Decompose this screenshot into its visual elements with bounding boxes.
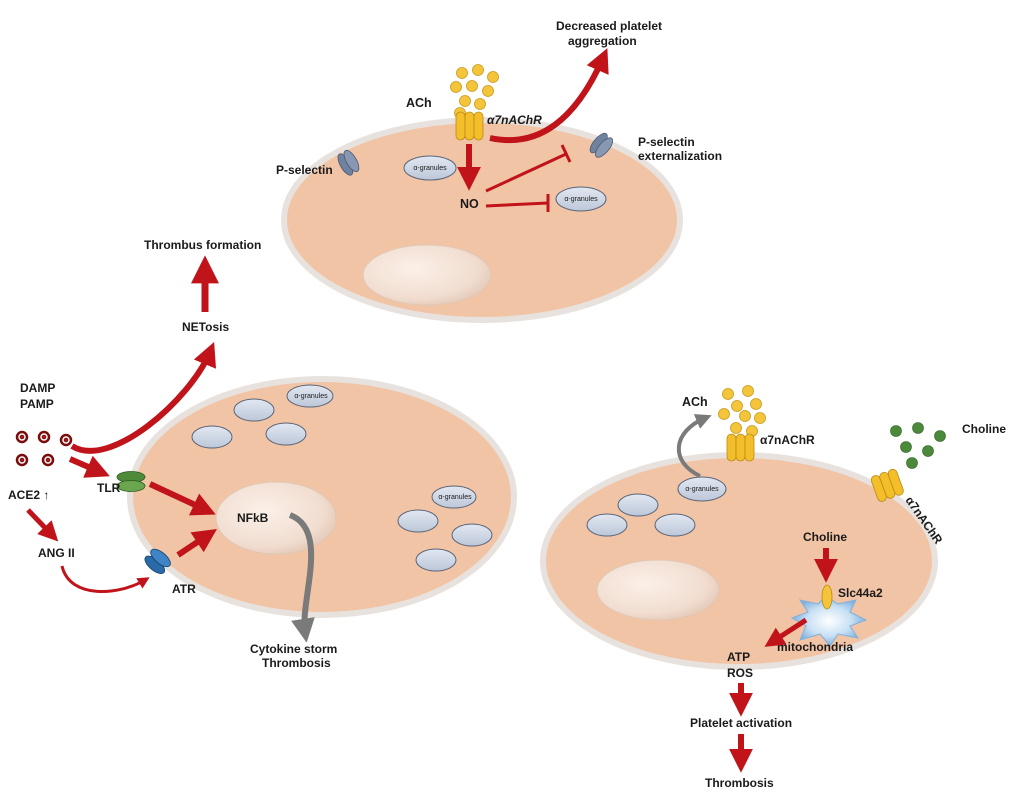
choline-molecules bbox=[890, 422, 946, 469]
atr-to-nfkb-arrow bbox=[176, 529, 217, 558]
ace2-label: ACE2 ↑ bbox=[8, 488, 49, 502]
right-receptor-top bbox=[726, 433, 755, 462]
top-platelet: ACh α7nAChR P-selectin P-selectin extern… bbox=[276, 19, 722, 323]
left-granules bbox=[191, 384, 493, 572]
choline-inside-label: Choline bbox=[803, 530, 847, 544]
mitochondria bbox=[790, 595, 868, 647]
atr-label: ATR bbox=[172, 582, 196, 596]
no-inhibit-p-selectin bbox=[485, 152, 567, 193]
activation-label: Platelet activation bbox=[690, 716, 792, 730]
top-granule-1-label: α-granules bbox=[413, 165, 447, 172]
top-ach-label: ACh bbox=[406, 96, 432, 110]
netosis-curve-arrow bbox=[70, 342, 216, 454]
granule-to-ach-curve-arrow bbox=[676, 414, 712, 478]
right-granule-label: α-granules bbox=[685, 486, 719, 493]
aggregation-curve-arrow bbox=[489, 48, 609, 143]
left-platelet: NFkB α-granules α-granules TLR ATR bbox=[8, 238, 517, 670]
atr-receptor bbox=[144, 548, 171, 575]
nfkb-label: NFkB bbox=[237, 511, 269, 525]
thrombus-label: Thrombus formation bbox=[144, 238, 261, 252]
top-no-label: NO bbox=[460, 197, 479, 211]
pamp-label: PAMP bbox=[20, 397, 54, 411]
cytokine-label-2: Thrombosis bbox=[262, 656, 331, 670]
externalization-label-2: externalization bbox=[638, 149, 722, 163]
damp-label: DAMP bbox=[20, 381, 55, 395]
top-p-selectin-label: P-selectin bbox=[276, 163, 333, 177]
ang2-to-atr-curve-arrow bbox=[60, 565, 150, 594]
mito-to-atp-arrow bbox=[764, 617, 808, 647]
right-thrombosis-label: Thrombosis bbox=[705, 776, 774, 790]
top-p-selectin-left bbox=[337, 149, 360, 176]
top-granule-2-label: α-granules bbox=[564, 196, 598, 203]
slc-transporter bbox=[821, 584, 833, 610]
right-receptor-top-label: α7nAChR bbox=[760, 433, 815, 447]
slc-label: Slc44a2 bbox=[838, 586, 883, 600]
ace2-to-ang2-arrow bbox=[26, 508, 59, 542]
left-platelet-nucleus bbox=[215, 481, 337, 555]
top-receptor-label: α7nAChR bbox=[487, 113, 542, 127]
no-inhibit-granule bbox=[485, 201, 549, 208]
ros-label: ROS bbox=[727, 666, 753, 680]
choline-outside-label: Choline bbox=[962, 422, 1006, 436]
top-p-selectin-right bbox=[589, 132, 614, 158]
cytokine-label-1: Cytokine storm bbox=[250, 642, 337, 656]
right-platelet: α-granules ACh α7nAChR α7nAChR C bbox=[540, 385, 1006, 790]
tlr-receptor bbox=[116, 471, 146, 492]
netosis-label: NETosis bbox=[182, 320, 229, 334]
tlr-label: TLR bbox=[97, 481, 121, 495]
ang2-label: ANG II bbox=[38, 546, 75, 560]
right-platelet-nucleus bbox=[596, 559, 720, 621]
top-granule-2 bbox=[555, 186, 607, 212]
externalization-label-1: P-selectin bbox=[638, 135, 695, 149]
top-granule-1 bbox=[403, 155, 457, 181]
atp-label: ATP bbox=[727, 650, 750, 664]
right-ach-molecules bbox=[718, 385, 766, 437]
tlr-to-nfkb-arrow bbox=[148, 481, 216, 516]
left-granule-top-label: α-granules bbox=[294, 393, 328, 400]
right-receptor-side bbox=[870, 468, 904, 502]
top-ach-molecules bbox=[450, 64, 499, 119]
virus-particles bbox=[15, 430, 73, 467]
nfkb-to-cytokine-curve-arrow bbox=[288, 512, 315, 643]
top-platelet-nucleus bbox=[362, 244, 492, 306]
left-granule-right-label: α-granules bbox=[438, 494, 472, 501]
mitochondria-label: mitochondria bbox=[777, 640, 853, 654]
inhibit-bar-1 bbox=[560, 144, 572, 163]
right-ach-label: ACh bbox=[682, 395, 708, 409]
virus-to-tlr-arrow bbox=[68, 455, 110, 478]
aggregation-label-2: aggregation bbox=[568, 34, 637, 48]
top-receptor bbox=[455, 111, 484, 141]
right-granules bbox=[586, 476, 727, 537]
aggregation-label-1: Decreased platelet bbox=[556, 19, 662, 33]
